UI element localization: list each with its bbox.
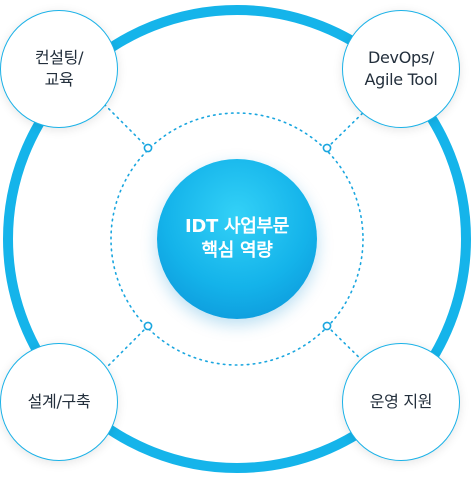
node-devops-agile-tool: DevOps/ Agile Tool [342, 10, 460, 128]
core-circle: IDT 사업부문 핵심 역량 [157, 159, 317, 319]
core-label: IDT 사업부문 핵심 역량 [184, 216, 290, 261]
junction-dot-bottom-left [143, 321, 153, 331]
node-label-bottom-left: 설계/구축 [27, 392, 91, 411]
node-operation-support: 운영 지원 [342, 343, 460, 461]
node-label-top-left: 컨설팅/ 교육 [34, 48, 84, 89]
junction-dot-top-right [322, 143, 332, 153]
node-consulting-education: 컨설팅/ 교육 [0, 10, 118, 128]
node-label-top-right: DevOps/ Agile Tool [364, 48, 438, 89]
node-design-build: 설계/구축 [0, 343, 118, 461]
junction-dot-bottom-right [322, 321, 332, 331]
connector-bottom-left [102, 325, 149, 372]
outer-ring [3, 5, 471, 473]
connector-top-left [102, 102, 149, 149]
inner-dotted-ring [110, 112, 364, 366]
node-label-bottom-right: 운영 지원 [369, 392, 433, 411]
junction-dot-top-left [143, 143, 153, 153]
